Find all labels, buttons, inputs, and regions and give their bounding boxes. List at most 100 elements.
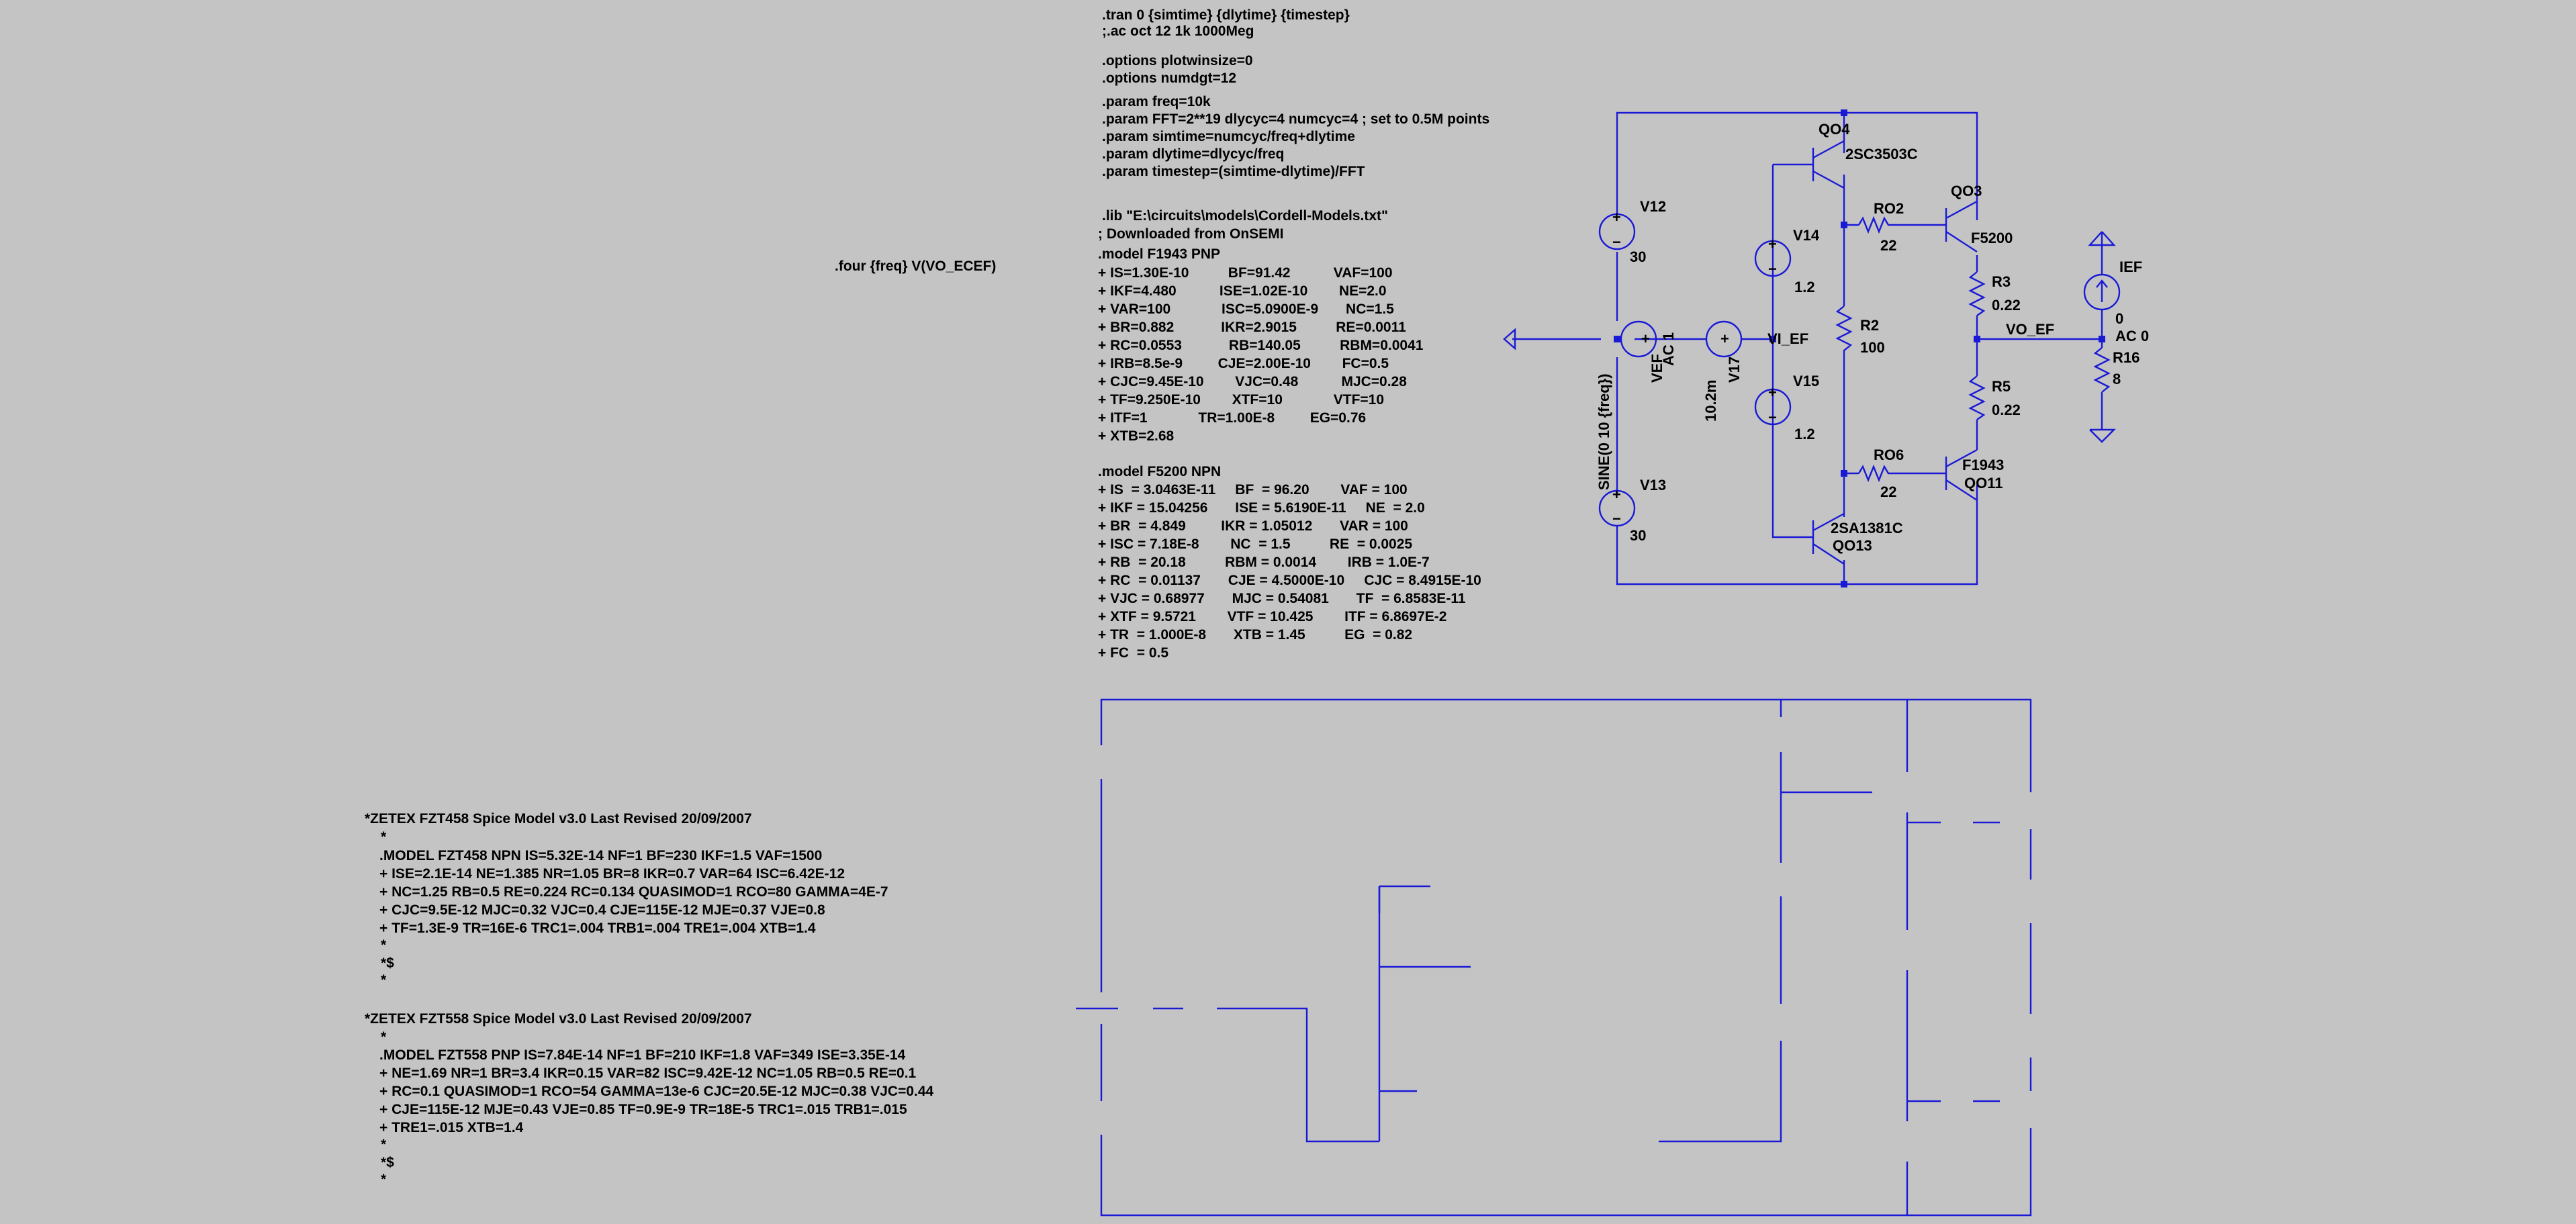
component-model: F5200 bbox=[1971, 230, 2013, 246]
tran-directive[interactable]: .tran 0 {simtime} {dlytime} {timestep} bbox=[1102, 7, 1350, 23]
model-line: + VAR=100 ISC=5.0900E-9 NC=1.5 bbox=[1098, 301, 1394, 317]
model-line: + NC=1.25 RB=0.5 RE=0.224 RC=0.134 QUASI… bbox=[379, 884, 888, 900]
voltage-source-icon bbox=[1754, 388, 1792, 426]
source-vef[interactable]: + AC 1 VEF SINE(0 10 {freq}) bbox=[1596, 320, 1677, 490]
four-directive[interactable]: .four {freq} V(VO_ECEF) bbox=[835, 258, 996, 274]
source-v12[interactable]: + − V12 30 bbox=[1598, 198, 1666, 265]
model-line: + ISE=2.1E-14 NE=1.385 NR=1.05 BR=8 IKR=… bbox=[379, 866, 845, 882]
component-name: V13 bbox=[1640, 477, 1666, 493]
component-name: R3 bbox=[1992, 273, 2011, 290]
component-value: 1.2 bbox=[1794, 279, 1815, 295]
zetex-fzt558-block[interactable]: *ZETEX FZT558 Spice Model v3.0 Last Revi… bbox=[365, 1011, 934, 1187]
zetex-fzt458-block[interactable]: *ZETEX FZT458 Spice Model v3.0 Last Revi… bbox=[365, 811, 888, 988]
model-f1943-block[interactable]: .model F1943 PNP + IS=1.30E-10 BF=91.42 … bbox=[1098, 246, 1424, 444]
transistor-qo11[interactable]: F1943 QO11 bbox=[1945, 449, 2004, 502]
wire bbox=[1616, 111, 1978, 220]
param-line[interactable]: .param FFT=2**19 dlycyc=4 numcyc=4 ; set… bbox=[1102, 111, 1489, 127]
minus-icon: − bbox=[1768, 409, 1777, 426]
model-line: + CJC=9.5E-12 MJC=0.32 VJC=0.4 CJE=115E-… bbox=[379, 902, 825, 918]
bottom-wires[interactable] bbox=[1076, 698, 2032, 1217]
component-sine: SINE(0 10 {freq}) bbox=[1596, 373, 1612, 490]
transistor-qo4[interactable]: QO4 2SC3503C bbox=[1812, 121, 1918, 189]
source-v15[interactable]: + − V15 1.2 bbox=[1754, 373, 1819, 442]
top-circuit: + − V12 30 + − V13 30 + AC 1 VEF SINE(0 … bbox=[1503, 109, 2149, 587]
resistor-icon bbox=[1968, 375, 1986, 420]
minus-icon: − bbox=[1768, 261, 1777, 277]
net-label-vi-ef[interactable]: VI_EF bbox=[1767, 330, 1808, 347]
model-line: + VJC = 0.68977 MJC = 0.54081 TF = 6.858… bbox=[1098, 591, 1466, 606]
junction-dot bbox=[2099, 336, 2105, 342]
model-line: * bbox=[381, 1172, 387, 1187]
junction-dot bbox=[1841, 109, 1847, 116]
component-ac: AC 0 bbox=[2115, 328, 2149, 344]
model-line: * bbox=[381, 829, 387, 845]
wire bbox=[1616, 485, 1978, 585]
component-name: R16 bbox=[2113, 349, 2140, 366]
component-value: 100 bbox=[1860, 339, 1885, 356]
param-line[interactable]: .param simtime=numcyc/freq+dlytime bbox=[1102, 129, 1355, 144]
component-value: 8 bbox=[2113, 371, 2121, 387]
component-name: QO13 bbox=[1833, 537, 1872, 554]
spice-directives: .tran 0 {simtime} {dlytime} {timestep} ;… bbox=[835, 7, 1489, 274]
plus-icon: + bbox=[1612, 486, 1621, 503]
model-line: + TF=1.3E-9 TR=16E-6 TRC1=.004 TRB1=.004… bbox=[379, 921, 816, 936]
model-line: + TRE1=.015 XTB=1.4 bbox=[379, 1120, 524, 1135]
input-port-icon bbox=[1503, 328, 1516, 350]
source-v17[interactable]: + V17 10.2m bbox=[1702, 320, 1743, 422]
model-line: + BR = 4.849 IKR = 1.05012 VAR = 100 bbox=[1098, 518, 1408, 534]
resistor-r5[interactable]: R5 0.22 bbox=[1968, 375, 2021, 420]
bottom-circuit bbox=[1076, 698, 2032, 1217]
param-line[interactable]: .param freq=10k bbox=[1102, 94, 1211, 109]
component-name: V17 bbox=[1726, 357, 1743, 383]
model-line: + CJE=115E-12 MJE=0.43 VJE=0.85 TF=0.9E-… bbox=[379, 1102, 907, 1117]
component-value: 22 bbox=[1880, 237, 1896, 254]
component-name: RO6 bbox=[1874, 446, 1904, 463]
component-name: RO2 bbox=[1874, 200, 1904, 217]
source-v13[interactable]: + − V13 30 bbox=[1598, 477, 1666, 544]
junction-dot bbox=[1841, 470, 1847, 477]
transistor-icon bbox=[1945, 200, 1978, 220]
component-model: 2SA1381C bbox=[1831, 520, 1903, 536]
options-line[interactable]: .options numdgt=12 bbox=[1102, 70, 1236, 86]
component-name: QO3 bbox=[1951, 183, 1982, 199]
resistor-icon bbox=[2093, 347, 2111, 393]
resistor-r2[interactable]: R2 100 bbox=[1835, 305, 1885, 363]
model-line: .MODEL FZT558 PNP IS=7.84E-14 NF=1 BF=21… bbox=[379, 1047, 906, 1063]
resistor-ro6[interactable]: RO6 22 bbox=[1857, 446, 1904, 500]
model-line: + FC = 0.5 bbox=[1098, 645, 1168, 661]
plus-icon: + bbox=[1768, 236, 1777, 252]
transistor-qo13[interactable]: 2SA1381C QO13 bbox=[1812, 512, 1903, 565]
ground-icon bbox=[2088, 231, 2116, 443]
model-f5200-block[interactable]: .model F5200 NPN + IS = 3.0463E-11 BF = … bbox=[1098, 464, 1481, 661]
options-line[interactable]: .options plotwinsize=0 bbox=[1102, 53, 1253, 68]
arrow-icon bbox=[2096, 279, 2108, 288]
junction-dot bbox=[1974, 336, 1980, 342]
param-line[interactable]: .param timestep=(simtime-dlytime)/FFT bbox=[1102, 164, 1365, 179]
resistor-r3[interactable]: R3 0.22 bbox=[1968, 271, 2021, 316]
model-line: + IS=1.30E-10 BF=91.42 VAF=100 bbox=[1098, 265, 1393, 281]
component-name: QO4 bbox=[1819, 121, 1850, 138]
transistor-qo3[interactable]: QO3 F5200 bbox=[1945, 183, 2013, 253]
source-v14[interactable]: + − V14 1.2 bbox=[1754, 227, 1820, 295]
component-name: V12 bbox=[1640, 198, 1666, 215]
param-line[interactable]: .param dlytime=dlycyc/freq bbox=[1102, 146, 1284, 162]
component-name: R2 bbox=[1860, 317, 1879, 334]
junction-dot bbox=[1841, 222, 1847, 228]
plus-icon: + bbox=[1768, 384, 1777, 401]
ac-directive[interactable]: ;.ac oct 12 1k 1000Meg bbox=[1102, 23, 1254, 39]
model-line: *$ bbox=[381, 1155, 394, 1170]
lib-comment[interactable]: ; Downloaded from OnSEMI bbox=[1098, 226, 1284, 242]
current-source-icon bbox=[2083, 273, 2121, 311]
model-line: + IKF=4.480 ISE=1.02E-10 NE=2.0 bbox=[1098, 283, 1387, 299]
plus-icon: + bbox=[1612, 209, 1621, 226]
net-label-vo-ef[interactable]: VO_EF bbox=[2006, 321, 2054, 338]
component-name: R5 bbox=[1992, 378, 2011, 395]
wire bbox=[1100, 1128, 2032, 1217]
lib-directive[interactable]: .lib "E:\circuits\models\Cordell-Models.… bbox=[1102, 208, 1388, 224]
resistor-ro2[interactable]: RO2 22 bbox=[1857, 200, 1904, 254]
source-ief[interactable]: IEF 0 AC 0 bbox=[2083, 258, 2149, 344]
model-line: + TF=9.250E-10 XTF=10 VTF=10 bbox=[1098, 392, 1384, 408]
transistor-icon bbox=[1945, 230, 1978, 253]
resistor-r16[interactable]: R16 8 bbox=[2093, 347, 2140, 393]
